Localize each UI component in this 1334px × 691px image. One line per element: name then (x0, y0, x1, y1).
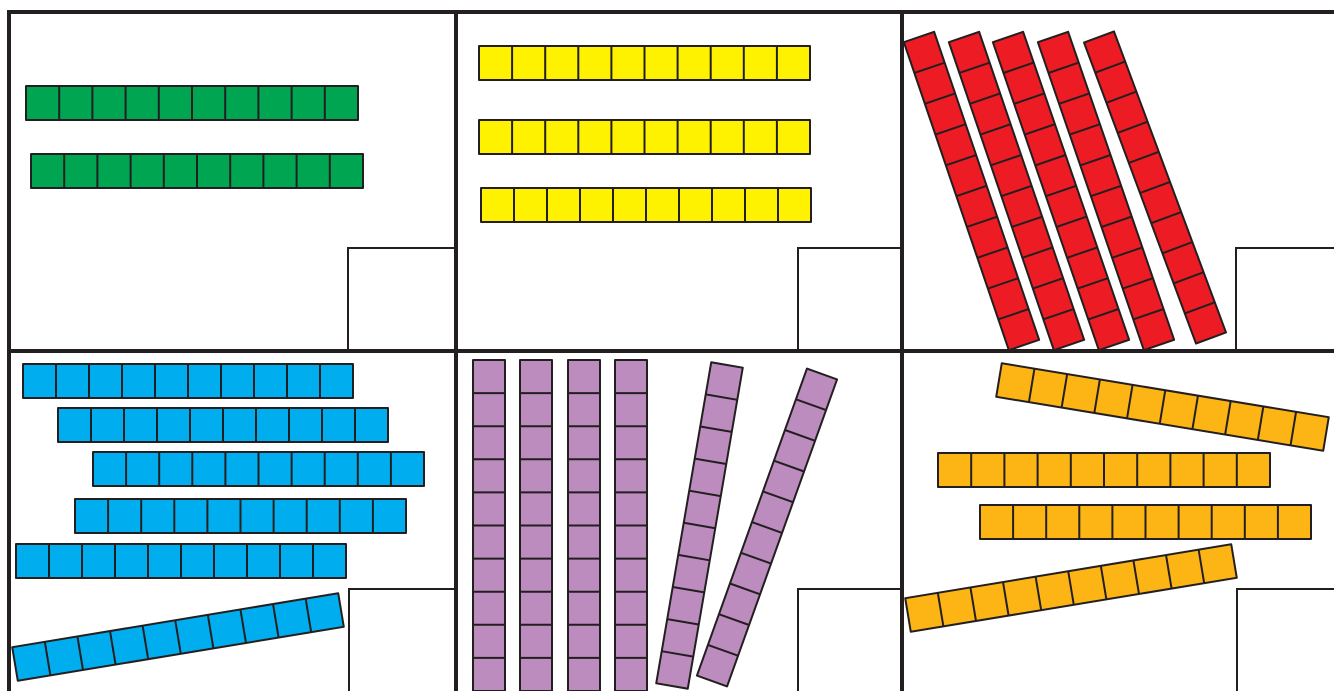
ten-rod (16, 544, 346, 578)
panel-2-answer-box[interactable] (798, 248, 902, 351)
panel-4-answer-box[interactable] (349, 589, 456, 691)
ten-rod (481, 188, 811, 222)
ten-rod (905, 544, 1237, 632)
panel-5-answer-box[interactable] (798, 589, 902, 691)
ten-rod (479, 46, 810, 80)
ten-rod (615, 360, 647, 691)
ten-rod (23, 364, 353, 398)
ten-rod (58, 408, 388, 442)
ten-rod (12, 593, 344, 681)
ten-rod (568, 360, 600, 691)
panel-3-red-rods (904, 31, 1226, 350)
panel-2-yellow-rods (479, 46, 811, 222)
ten-rod (996, 363, 1329, 451)
ten-rod (479, 120, 810, 154)
panel-1-answer-box[interactable] (348, 248, 455, 351)
rods-layer (12, 31, 1329, 691)
ten-rod (938, 453, 1270, 487)
panel-1-green-rods (26, 86, 363, 188)
ten-rod (520, 360, 552, 691)
ten-rod (75, 499, 406, 533)
ten-rod (26, 86, 358, 120)
ten-rod (93, 452, 424, 486)
panel-6-answer-box[interactable] (1237, 589, 1334, 691)
ten-rod (980, 505, 1311, 539)
panel-6-orange-rods (905, 363, 1329, 632)
ten-rod (473, 360, 505, 691)
panel-4-blue-rods (12, 364, 424, 681)
panel-3-answer-box[interactable] (1236, 248, 1334, 351)
panel-5-purple-rods (473, 360, 837, 691)
ten-rod (31, 154, 363, 188)
